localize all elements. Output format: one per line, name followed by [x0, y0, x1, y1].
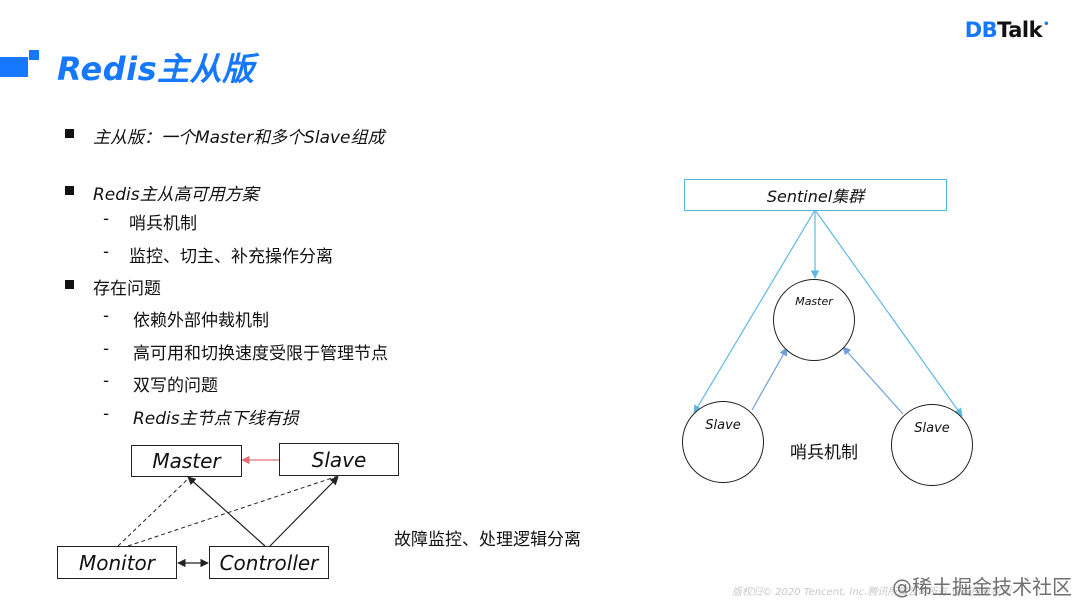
page-title: Redis主从版 [57, 50, 255, 88]
monitor-master-dashed [117, 476, 191, 547]
master-circle: Master [773, 279, 855, 361]
slave-box: Slave [279, 443, 399, 476]
bullet-2-text: Redis主从高可用方案 [93, 185, 259, 205]
logo-db: DB [964, 18, 998, 42]
bullet-square-3 [65, 280, 74, 289]
slave-right-circle: Slave [891, 404, 973, 486]
logo-dot: • [1043, 19, 1049, 30]
dash: - [103, 371, 110, 391]
dash: - [103, 306, 110, 326]
master-circle-label: Master [795, 295, 833, 308]
bullet-2-sub-2: 监控、切主、补充操作分离 [129, 247, 333, 267]
dash: - [103, 339, 110, 359]
controller-slave-arrow [269, 476, 339, 547]
bullet-3-sub-3: 双写的问题 [133, 376, 218, 396]
bullet-square-1 [65, 129, 74, 138]
bullet-2-sub-1: 哨兵机制 [129, 214, 197, 234]
dash: - [103, 209, 110, 229]
master-box: Master [131, 445, 242, 477]
sentinel-slave-right-line [814, 209, 963, 417]
sentinel-slave-left-line [693, 209, 816, 414]
left-diagram-note: 故障监控、处理逻辑分离 [394, 530, 581, 550]
bullet-3-sub-2: 高可用和切换速度受限于管理节点 [133, 344, 388, 364]
dash: - [103, 242, 110, 262]
bullet-3-sub-4: Redis主节点下线有损 [133, 409, 299, 429]
dash: - [103, 404, 110, 424]
bullet-3-text: 存在问题 [93, 279, 161, 299]
bullet-1-text: 主从版：一个Master和多个Slave组成 [93, 128, 385, 148]
logo: DBTalk• [964, 18, 1050, 42]
logo-talk: Talk [997, 18, 1043, 42]
accent-block-left [0, 57, 28, 77]
slave-right-to-master [842, 346, 904, 415]
right-diagram-note: 哨兵机制 [790, 443, 858, 463]
bullet-3-sub-1: 依赖外部仲裁机制 [133, 311, 269, 331]
accent-block-small [29, 50, 39, 60]
watermark: @稀土掘金技术社区 [892, 575, 1072, 599]
slave-left-label: Slave [705, 418, 741, 433]
slave-left-to-master [751, 347, 788, 411]
sentinel-box: Sentinel集群 [684, 179, 947, 211]
slave-right-label: Slave [914, 421, 950, 436]
bullet-square-2 [65, 186, 74, 195]
copyright: 版权归© 2020 Tencent, Inc.腾讯所属公司所有 保留所有权利 [732, 587, 1011, 598]
controller-master-arrow [187, 476, 266, 547]
controller-box: Controller [209, 546, 329, 579]
slave-left-circle: Slave [682, 401, 764, 483]
monitor-box: Monitor [57, 546, 177, 579]
monitor-slave-dashed [127, 475, 339, 547]
